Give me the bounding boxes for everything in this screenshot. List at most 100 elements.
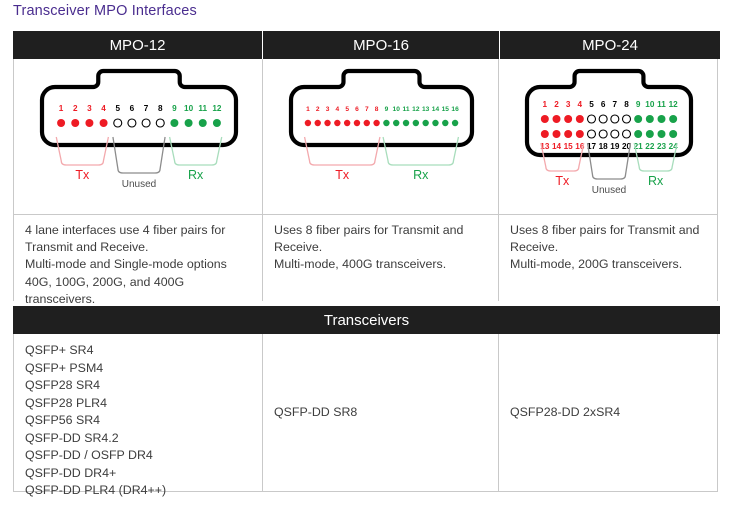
fiber-dot: [657, 115, 666, 123]
group-label: Tx: [335, 168, 350, 182]
transceiver-item: QSFP-DD SR8: [274, 404, 358, 419]
fiber-number: 12: [212, 104, 222, 113]
group-label: Rx: [413, 168, 429, 182]
fiber-dot: [85, 119, 94, 127]
transceiver-item: QSFP-DD DR4+: [25, 465, 117, 480]
fiber-dot: [564, 130, 573, 138]
fiber-number: 4: [578, 100, 583, 109]
group-bracket: [55, 136, 110, 166]
fiber-number: 12: [669, 100, 679, 109]
group-bracket: [633, 142, 678, 172]
fiber-dot: [645, 130, 654, 138]
fiber-number: 2: [316, 106, 320, 113]
fiber-dot: [552, 130, 561, 138]
fiber-number: 19: [610, 142, 620, 151]
fiber-number: 13: [422, 106, 430, 113]
fiber-number: 11: [657, 100, 666, 109]
transceiver-item: QSFP-DD PLR4 (DR4++): [25, 483, 167, 497]
fiber-dot: [540, 130, 549, 138]
transceiver-item: QSFP-DD SR4.2: [25, 430, 119, 445]
fiber-number: 15: [564, 142, 574, 151]
fiber-number: 23: [657, 142, 667, 151]
group-bracket: [540, 142, 585, 172]
fiber-number: 3: [87, 104, 92, 113]
fiber-number: 5: [345, 106, 349, 113]
fiber-dot: [184, 119, 193, 127]
fiber-number: 21: [634, 142, 644, 151]
description-line: 4 lane interfaces use 4 fiber pairs for …: [25, 223, 226, 255]
fiber-number: 4: [101, 104, 106, 113]
fiber-number: 16: [451, 106, 459, 113]
column-header-mpo-12: MPO-12: [13, 31, 263, 59]
fiber-dot: [669, 130, 678, 138]
transceiver-list-mpo-16: QSFP-DD SR8: [262, 334, 499, 492]
description-row: 4 lane interfaces use 4 fiber pairs for …: [13, 214, 720, 306]
description-mpo-24: Uses 8 fiber pairs for Transmit and Rece…: [498, 214, 718, 301]
fiber-dot: [598, 114, 608, 124]
description-line: Uses 8 fiber pairs for Transmit and Rece…: [510, 223, 700, 255]
fiber-dot: [343, 119, 351, 127]
table-header-row: MPO-12 MPO-16 MPO-24: [13, 31, 720, 59]
fiber-number: 11: [198, 104, 207, 113]
fiber-number: 2: [73, 104, 78, 113]
fiber-dot: [634, 115, 643, 123]
description-line: Multi-mode and Single-mode options 40G, …: [25, 257, 227, 306]
transceivers-band: Transceivers: [13, 306, 720, 334]
fiber-dot: [586, 129, 597, 139]
description-line: Multi-mode, 400G transceivers.: [274, 257, 447, 272]
fiber-number: 1: [543, 100, 548, 109]
fiber-dot: [113, 118, 123, 128]
fiber-number: 14: [552, 142, 562, 151]
fiber-number: 13: [540, 142, 550, 151]
description-mpo-16: Uses 8 fiber pairs for Transmit and Rece…: [262, 214, 499, 301]
fiber-dot: [657, 130, 666, 138]
group-bracket: [168, 136, 223, 166]
fiber-dot: [402, 119, 410, 127]
fiber-dot: [324, 119, 331, 127]
fiber-dot: [669, 115, 678, 123]
fiber-number: 1: [306, 106, 310, 113]
group-label: Unused: [592, 185, 626, 196]
fiber-dot: [564, 115, 573, 123]
fiber-dot: [99, 119, 108, 127]
fiber-dot: [353, 119, 361, 127]
group-label: Rx: [648, 174, 664, 188]
fiber-dot: [170, 119, 179, 127]
fiber-number: 8: [375, 106, 379, 113]
fiber-number: 12: [412, 106, 420, 113]
fiber-number: 5: [115, 104, 120, 113]
fiber-dot: [540, 115, 549, 123]
fiber-dot: [155, 118, 165, 128]
fiber-dot: [212, 119, 221, 127]
page-title: Transceiver MPO Interfaces: [13, 3, 197, 19]
fiber-dot: [57, 119, 66, 127]
fiber-number: 8: [158, 104, 163, 113]
fiber-number: 1: [59, 104, 64, 113]
fiber-number: 9: [172, 104, 177, 113]
fiber-number: 2: [554, 100, 559, 109]
fiber-number: 3: [326, 106, 330, 113]
fiber-number: 11: [403, 106, 410, 113]
fiber-number: 7: [365, 106, 369, 113]
description-line: Multi-mode, 200G transceivers.: [510, 257, 683, 272]
transceiver-item: QSFP28 PLR4: [25, 395, 107, 410]
fiber-dot: [412, 119, 420, 127]
fiber-number: 4: [336, 106, 340, 113]
group-label: Rx: [188, 168, 204, 182]
fiber-number: 17: [587, 142, 597, 151]
transceiver-item: QSFP28-DD 2xSR4: [510, 404, 621, 419]
fiber-number: 6: [355, 106, 359, 113]
group-label: Tx: [555, 174, 570, 188]
fiber-dot: [610, 129, 620, 139]
transceiver-item: QSFP+ PSM4: [25, 360, 104, 375]
fiber-dot: [71, 119, 80, 127]
connector-outline: [288, 68, 475, 148]
fiber-dot: [198, 119, 207, 127]
fiber-dot: [432, 119, 439, 127]
fiber-dot: [127, 118, 137, 128]
fiber-dot: [451, 119, 459, 127]
